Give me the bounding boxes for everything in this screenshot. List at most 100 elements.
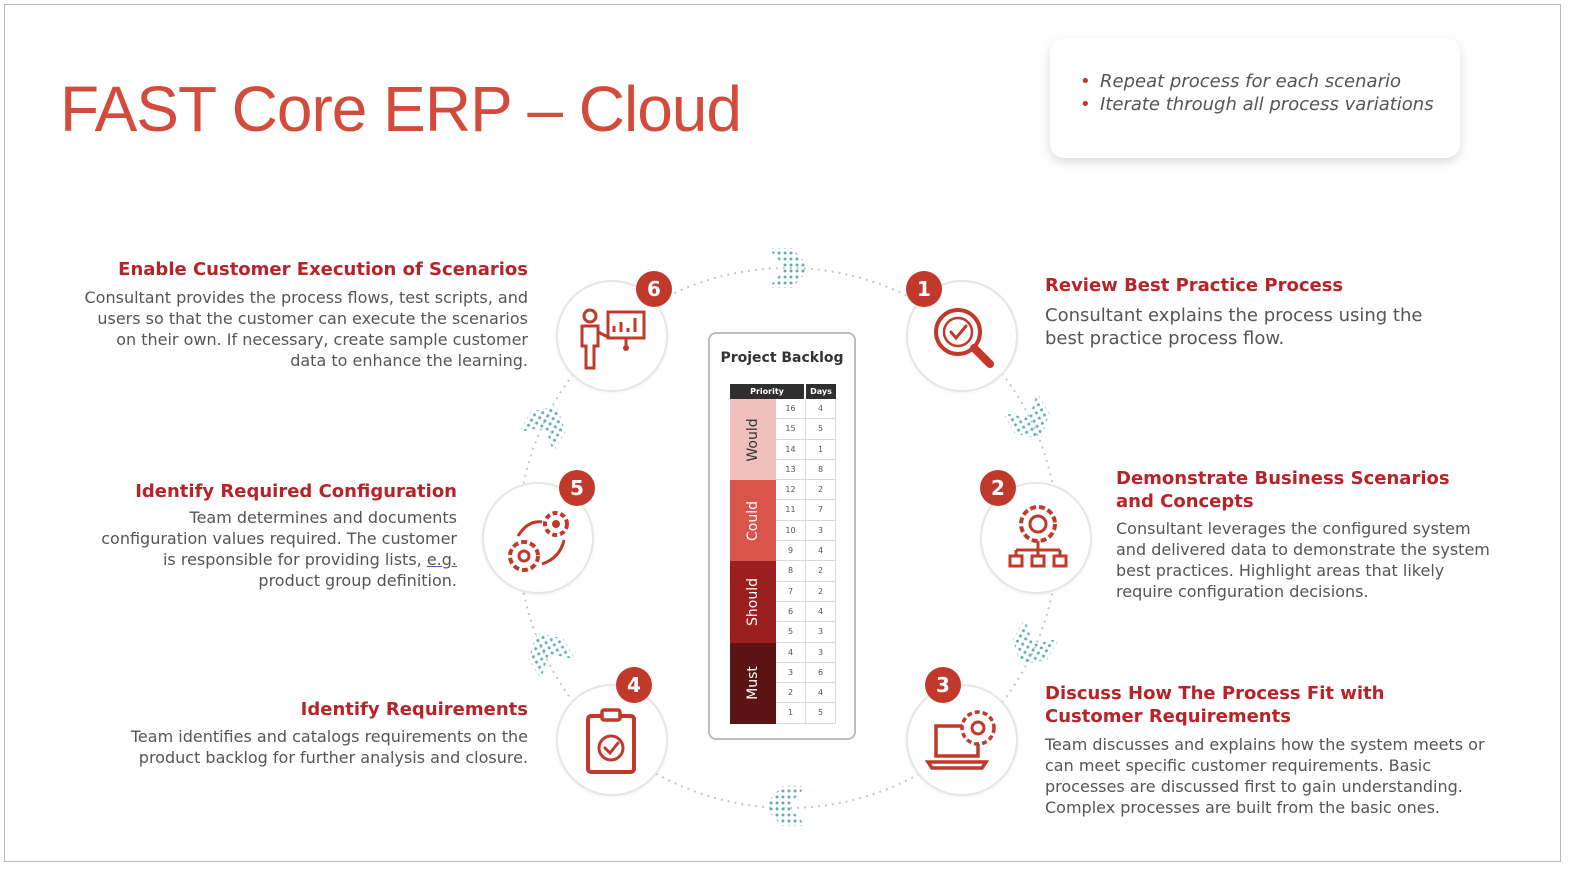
chevron-arrow-top [768, 248, 810, 288]
backlog-priority-cell: 10 [776, 520, 806, 541]
backlog-priority-cell: 2 [776, 683, 806, 703]
step-2-description: Consultant leverages the configured syst… [1116, 519, 1490, 601]
chevron-arrow-left-upper [518, 405, 566, 453]
step-badge-1: 1 [906, 271, 942, 307]
gear-network-icon [1008, 505, 1068, 568]
backlog-priority-cell: 14 [776, 439, 806, 459]
backlog-priority-cell: 1 [776, 703, 806, 723]
backlog-priority-cell: 11 [776, 500, 806, 520]
note-item: Repeat process for each scenario [1080, 70, 1440, 93]
backlog-days-cell: 7 [806, 500, 836, 520]
magnifier-check-icon [934, 308, 994, 368]
step-badge-5: 5 [559, 470, 595, 506]
step-1-description: Consultant explains the process using th… [1045, 305, 1423, 349]
step-2-heading: Demonstrate Business Scenarios and Conce… [1116, 468, 1450, 512]
chevron-arrow-right-lower [1012, 618, 1060, 666]
presenter-chart-icon [580, 308, 646, 370]
backlog-days-cell: 2 [806, 480, 836, 500]
backlog-days-cell: 3 [806, 642, 836, 662]
backlog-priority-cell: 13 [776, 459, 806, 480]
backlog-band-label: Could [745, 500, 761, 541]
backlog-band-must: Must [730, 642, 776, 724]
backlog-priority-cell: 8 [776, 561, 806, 581]
backlog-priority-cell: 12 [776, 480, 806, 500]
step-3-description: Team discusses and explains how the syst… [1045, 735, 1485, 817]
notes-list: Repeat process for each scenario Iterate… [1080, 70, 1440, 116]
backlog-priority-cell: 7 [776, 581, 806, 601]
step-4-heading: Identify Requirements [300, 699, 528, 720]
backlog-band-could: Could [730, 480, 776, 562]
step-6-description: Consultant provides the process flows, t… [84, 288, 529, 370]
step-badge-2: 2 [980, 470, 1016, 506]
slide-frame [4, 4, 1561, 862]
backlog-days-cell: 8 [806, 459, 836, 480]
notes-box: Repeat process for each scenario Iterate… [1050, 38, 1460, 158]
backlog-days-cell: 4 [806, 601, 836, 622]
step-6-heading: Enable Customer Execution of Scenarios [118, 259, 528, 280]
step-5-description: Team determines and documents configurat… [100, 507, 457, 591]
backlog-header-priority: Priority [730, 384, 804, 399]
backlog-days-cell: 2 [806, 581, 836, 601]
backlog-band-label: Would [745, 417, 761, 462]
step-5-description-eg: e.g. [426, 550, 457, 569]
backlog-band-label: Must [745, 666, 761, 701]
backlog-priority-cell: 5 [776, 622, 806, 642]
backlog-priority-cell: 9 [776, 541, 806, 561]
note-item: Iterate through all process variations [1080, 93, 1440, 116]
step-badge-4: 4 [616, 667, 652, 703]
backlog-days-cell: 5 [806, 703, 836, 723]
backlog-days-cell: 2 [806, 561, 836, 581]
step-node-4 [556, 684, 668, 796]
backlog-band-would: Would [730, 399, 776, 481]
step-5-heading: Identify Required Configuration [135, 481, 457, 502]
step-badge-6: 6 [636, 271, 672, 307]
gears-icon [508, 511, 569, 572]
backlog-days-cell: 6 [806, 662, 836, 683]
step-node-3 [906, 684, 1018, 796]
backlog-priority-cell: 6 [776, 601, 806, 622]
step-3-heading: Discuss How The Process Fit with Custome… [1045, 683, 1385, 727]
step-4-description: Team identifies and catalogs requirement… [130, 727, 528, 767]
backlog-title: Project Backlog [720, 350, 844, 366]
backlog-band-should: Should [730, 561, 776, 643]
backlog-header-days: Days [806, 384, 836, 399]
clipboard-check-icon [586, 708, 636, 774]
backlog-priority-cell: 4 [776, 642, 806, 662]
chevron-arrow-bottom [764, 786, 806, 826]
backlog-band-label: Should [745, 577, 761, 626]
backlog-days-cell: 4 [806, 683, 836, 703]
backlog-days-cell: 4 [806, 399, 836, 419]
page-title: FAST Core ERP – Cloud [60, 73, 742, 145]
backlog-priority-cell: 3 [776, 662, 806, 683]
step-1-heading: Review Best Practice Process [1045, 275, 1344, 296]
step-badge-3: 3 [925, 667, 961, 703]
backlog-days-cell: 3 [806, 622, 836, 642]
chevron-arrow-right-upper [1002, 392, 1050, 440]
backlog-days-cell: 3 [806, 520, 836, 541]
laptop-gear-icon [924, 710, 996, 770]
step-5-description-tail: product group definition. [258, 571, 457, 590]
backlog-days-cell: 5 [806, 419, 836, 439]
backlog-priority-cell: 15 [776, 419, 806, 439]
backlog-priority-cell: 16 [776, 399, 806, 419]
step-5-description-main: Team determines and documents configurat… [101, 508, 457, 569]
backlog-days-cell: 4 [806, 541, 836, 561]
